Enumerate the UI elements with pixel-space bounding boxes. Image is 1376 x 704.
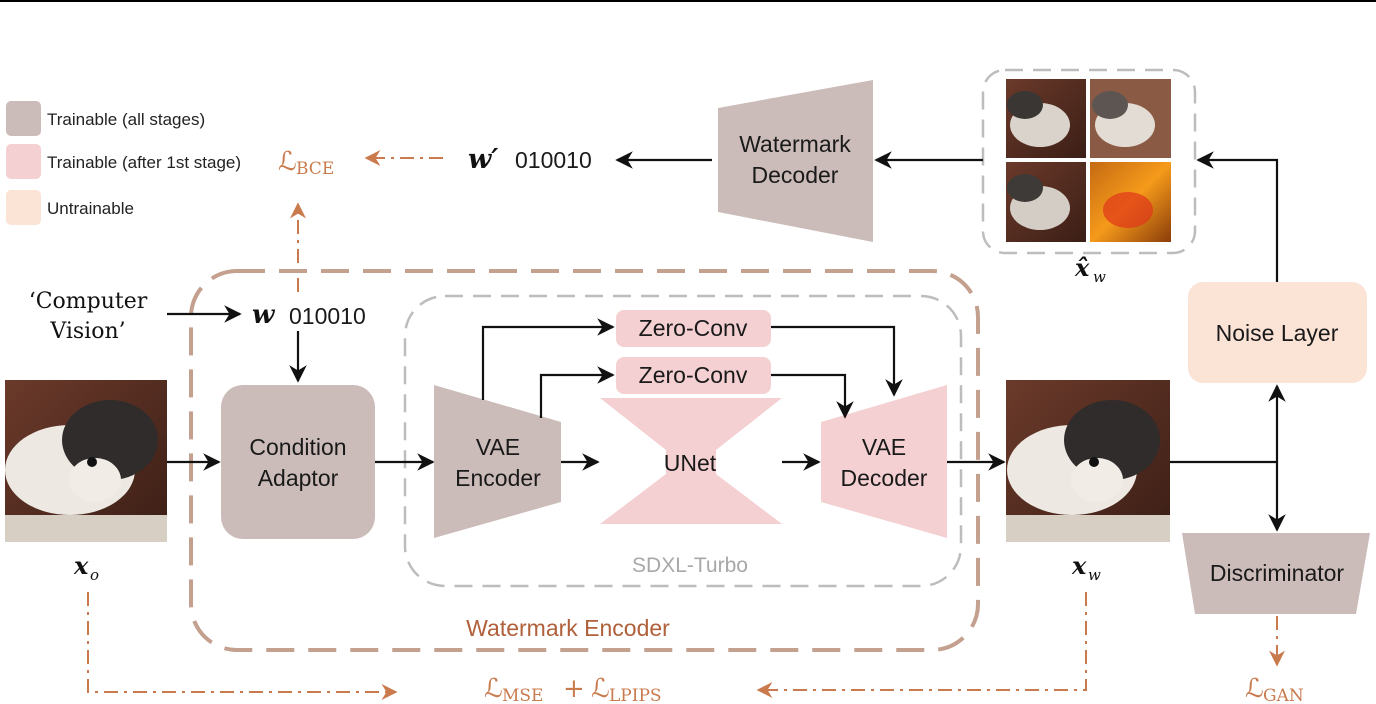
watermark-encoder-label: Watermark Encoder: [466, 615, 670, 641]
loss-mse-lpips: ℒ MSE + ℒ LPIPS: [484, 674, 662, 704]
noised-cat-4: [1103, 192, 1153, 228]
zero-conv-top-block: [616, 310, 771, 347]
noised-image-grid: [1006, 79, 1171, 242]
output-cat-face: [1071, 458, 1123, 502]
loss-mse-sub: MSE: [502, 686, 543, 704]
noised-cat-1-dark: [1007, 91, 1043, 119]
zero-conv-top-label: Zero-Conv: [639, 315, 748, 341]
zero-conv-bottom-label: Zero-Conv: [639, 362, 748, 388]
vae-decoder-block: [821, 385, 947, 538]
arrow-encoder-to-zeroconv-bottom: [539, 366, 615, 418]
condition-adaptor-label-2: Adaptor: [258, 465, 339, 491]
arrow-zeroconv-top-to-decoder: [771, 325, 903, 397]
condition-adaptor-block: [221, 385, 375, 539]
loss-mse-symbol: ℒ: [484, 674, 503, 704]
noised-cat-3-dark: [1007, 174, 1043, 202]
unet-label: UNet: [664, 450, 717, 476]
loss-bce-symbol: ℒ: [278, 147, 297, 177]
output-image-label-sub: w: [1088, 566, 1101, 584]
sdxl-turbo-group: [403, 294, 963, 588]
vae-encoder-label-2: Encoder: [455, 465, 541, 491]
legend-label-trainable-all: Trainable (all stages): [47, 110, 205, 129]
output-image-label: x: [1071, 551, 1087, 580]
arrow-noise-to-grid: [1196, 151, 1279, 282]
noised-cat-2-dark: [1092, 91, 1128, 119]
decoded-watermark-symbol: w′: [468, 144, 498, 175]
vae-encoder-label-1: VAE: [476, 434, 520, 460]
loss-gan: ℒ GAN: [1245, 674, 1304, 704]
input-image-label: x: [73, 551, 89, 580]
input-image: [5, 380, 167, 542]
discriminator-label: Discriminator: [1210, 560, 1345, 586]
zero-conv-bottom-block: [616, 357, 771, 394]
output-table: [1006, 515, 1170, 542]
watermark-bits: 010010: [289, 303, 366, 329]
arrow-input-to-mse: [87, 592, 398, 700]
watermark-symbol: w: [252, 300, 276, 330]
output-cat-eye: [1089, 457, 1099, 467]
condition-adaptor-label-1: Condition: [249, 434, 346, 460]
input-table: [5, 515, 167, 542]
loss-plus: +: [563, 674, 585, 704]
vae-encoder-block: [434, 385, 561, 538]
legend-label-untrainable: Untrainable: [47, 199, 134, 218]
watermark-decoder-label-1: Watermark: [739, 131, 851, 157]
loss-lpips-sub: LPIPS: [609, 686, 662, 704]
output-image: [1006, 380, 1170, 542]
loss-bce: ℒ BCE: [278, 147, 334, 179]
legend-swatch-untrainable: [6, 190, 41, 225]
loss-lpips-symbol: ℒ: [591, 674, 610, 704]
noise-layer-block: [1188, 282, 1367, 383]
prompt-line-2: Vision’: [49, 319, 125, 344]
vae-decoder-label-2: Decoder: [841, 465, 928, 491]
watermark-decoder-block: [718, 80, 873, 242]
legend-swatch-trainable-after: [6, 144, 41, 179]
noised-image-label: x̂: [1074, 253, 1090, 282]
watermark-decoder-label-2: Decoder: [752, 162, 839, 188]
noised-image-label-sub: w: [1093, 268, 1106, 286]
legend: Trainable (all stages) Trainable (after …: [6, 101, 241, 225]
legend-swatch-trainable-all: [6, 101, 41, 136]
watermark-encoder-group: [189, 269, 980, 652]
input-cat-eye: [87, 457, 97, 467]
arrow-output-to-mse: [756, 592, 1087, 698]
sdxl-turbo-label: SDXL-Turbo: [632, 554, 748, 577]
loss-bce-sub: BCE: [296, 159, 334, 179]
discriminator-block: [1182, 533, 1370, 614]
noise-layer-label: Noise Layer: [1216, 320, 1339, 346]
arrow-encoder-to-zeroconv-top: [481, 318, 615, 400]
noised-images-frame: [981, 68, 1197, 255]
input-image-label-sub: o: [90, 566, 99, 584]
vae-decoder-label-1: VAE: [862, 434, 906, 460]
decoded-watermark-bits: 010010: [515, 147, 592, 173]
input-cat-face: [69, 458, 121, 502]
arrow-zeroconv-bottom-to-decoder: [771, 373, 854, 419]
legend-label-trainable-after: Trainable (after 1st stage): [47, 153, 241, 172]
prompt-line-1: ‘Computer: [29, 289, 148, 314]
loss-gan-symbol: ℒ: [1245, 674, 1264, 704]
loss-gan-sub: GAN: [1263, 686, 1304, 704]
unet-hourglass: [600, 398, 782, 524]
